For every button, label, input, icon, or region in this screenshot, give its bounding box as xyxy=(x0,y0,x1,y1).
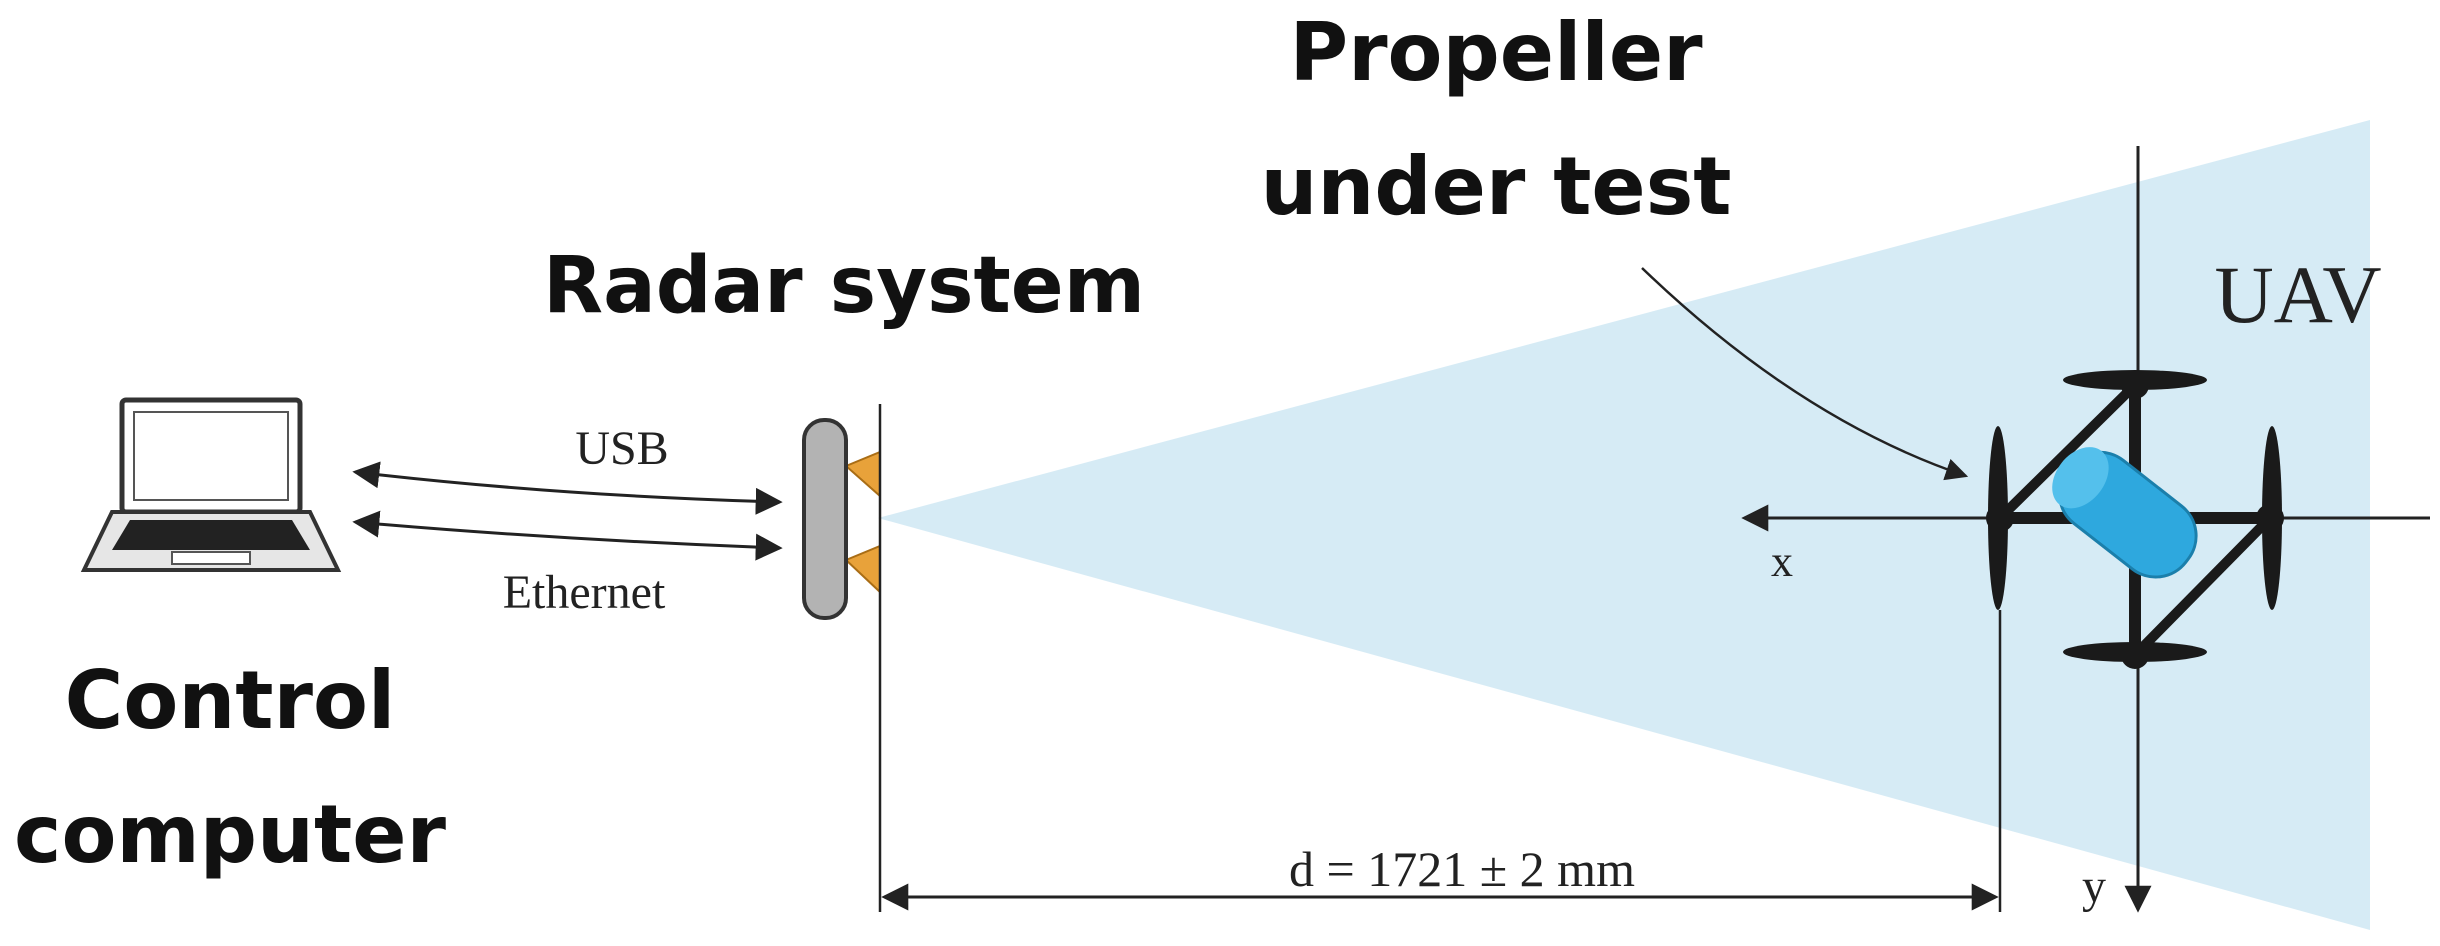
distance-label: d = 1721 ± 2 mm xyxy=(1289,841,1635,897)
propeller-label-line2: under test xyxy=(1260,140,1731,233)
propeller-label-line1: Propeller xyxy=(1289,6,1703,99)
drone-icon xyxy=(1986,370,2284,669)
usb-connection-arrow xyxy=(352,461,783,515)
x-axis-label: x xyxy=(1771,537,1793,586)
ethernet-connection-arrow xyxy=(352,510,783,561)
radar-system-label: Radar system xyxy=(543,241,1145,331)
laptop-icon xyxy=(80,397,342,572)
ethernet-label: Ethernet xyxy=(503,566,666,619)
y-axis-label: y xyxy=(2082,860,2106,913)
control-computer-label-line2: computer xyxy=(14,788,446,881)
control-computer-label-line1: Control xyxy=(65,654,396,747)
radar-beam xyxy=(878,120,2370,930)
uav-label: UAV xyxy=(2214,249,2381,340)
radar-device-icon xyxy=(802,418,881,620)
propeller-pointer-arrow xyxy=(1641,267,1969,481)
usb-label: USB xyxy=(575,422,668,475)
